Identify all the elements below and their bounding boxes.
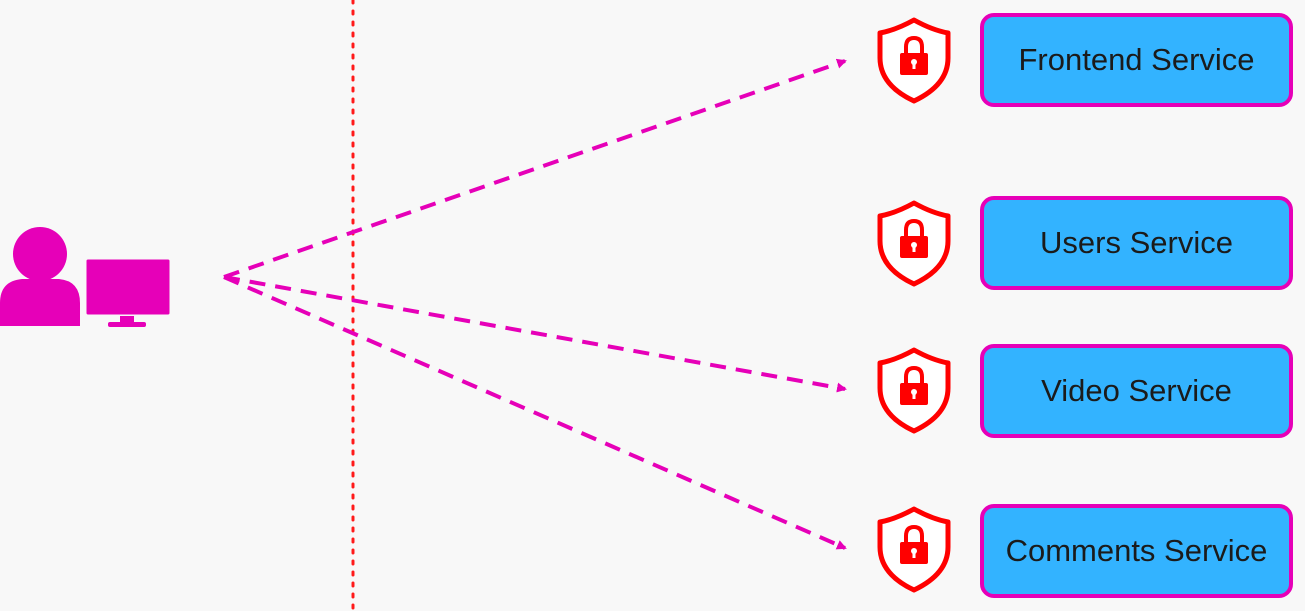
- shield-lock-icon-users: [877, 200, 951, 287]
- comments-service-label: Comments Service: [1005, 533, 1268, 568]
- connection-arrows: [223, 58, 847, 550]
- user-icon: [0, 227, 80, 326]
- users-service-label: Users Service: [1040, 225, 1233, 260]
- arrow-to-comments-service: [223, 275, 847, 550]
- frontend-service-box: Frontend Service: [980, 13, 1293, 107]
- monitor-icon: [83, 256, 173, 327]
- arrow-to-video-service: [223, 275, 847, 393]
- video-service-label: Video Service: [1041, 373, 1232, 408]
- comments-service-box: Comments Service: [980, 504, 1293, 598]
- shield-lock-icon-comments: [877, 506, 951, 593]
- user-computer-icon: [0, 227, 173, 327]
- users-service-box: Users Service: [980, 196, 1293, 290]
- shield-lock-icon-frontend: [877, 17, 951, 104]
- shield-lock-icon-video: [877, 347, 951, 434]
- arrow-to-frontend-service: [223, 58, 847, 279]
- frontend-service-label: Frontend Service: [1018, 42, 1255, 77]
- video-service-box: Video Service: [980, 344, 1293, 438]
- shield-lock-icons: [877, 17, 951, 593]
